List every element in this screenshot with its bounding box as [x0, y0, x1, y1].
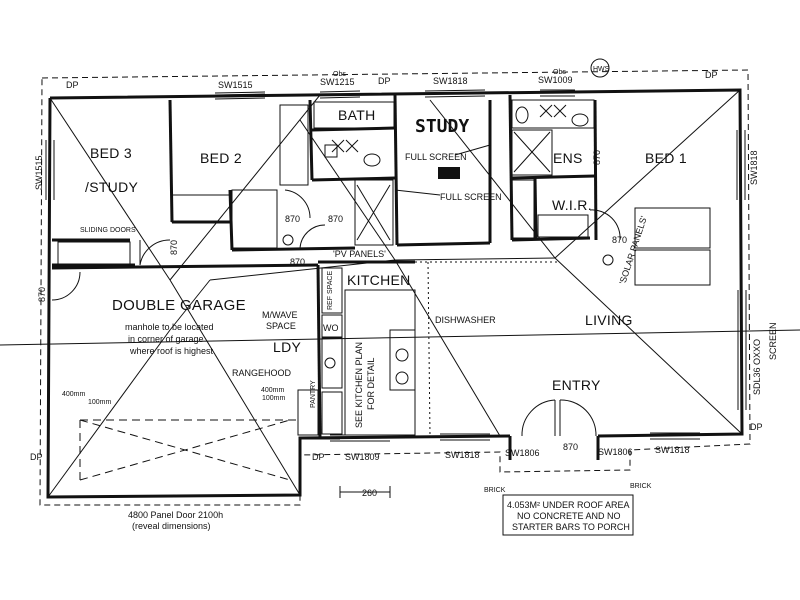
room-garage: DOUBLE GARAGE: [112, 297, 246, 314]
room-bed1: BED 1: [645, 150, 687, 166]
window-sw1009: SW1009: [538, 75, 573, 85]
note-dim-400: 400mm: [62, 391, 86, 398]
downpipe-bottom-right: DP: [750, 422, 763, 432]
window-sw1215: SW1215: [320, 77, 355, 87]
note-sliding-doors: SLIDING DOORS: [80, 227, 136, 234]
interior-walls: [51, 94, 600, 460]
room-kitchen: KITCHEN: [347, 272, 411, 288]
note-see-plan-2: FOR DETAIL: [366, 358, 376, 410]
note-dishwasher: DISHWASHER: [435, 315, 496, 325]
note-brick-left: BRICK: [484, 487, 506, 494]
redaction-mark: [438, 167, 460, 179]
room-bed2: BED 2: [200, 150, 242, 166]
room-ldy: LDY: [273, 339, 301, 355]
bed1-bed: [634, 207, 711, 286]
reference-line: [0, 329, 800, 346]
note-screen-right: SCREEN: [768, 322, 778, 360]
room-bed3-sub: /STUDY: [85, 179, 138, 195]
note-pv-panels: 'PV PANELS': [333, 249, 386, 259]
room-ens: ENS: [553, 150, 583, 166]
note-wo: WO: [323, 323, 339, 333]
note-pantry: PANTRY: [310, 380, 317, 408]
note-see-plan-1: SEE KITCHEN PLAN: [354, 342, 364, 428]
window-sw1818-bottom: SW1818: [445, 450, 480, 460]
note-brick-right: BRICK: [630, 483, 652, 490]
note-dim-100: 100mm: [88, 399, 112, 406]
dim-870-e: 870: [290, 257, 305, 267]
dim-870-c: 870: [169, 240, 179, 255]
dim-870-a: 870: [285, 214, 300, 224]
window-sw1809: SW1809: [345, 452, 380, 462]
window-sw1806-left: SW1806: [505, 448, 540, 458]
window-sw1515-top: SW1515: [218, 80, 253, 90]
dim-870-h: 870: [563, 442, 578, 452]
note-under-roof-3: STARTER BARS TO PORCH: [512, 522, 630, 532]
fixtures: [282, 58, 614, 385]
built-ins: [57, 99, 595, 436]
downpipe-bottom-left: DP: [30, 452, 43, 462]
window-sw1515-left: SW1515: [34, 155, 44, 190]
kitchen-boundary: [427, 261, 431, 437]
note-mwave-1: M/WAVE: [262, 310, 298, 320]
window-sdl: SDL36 OXXO: [752, 339, 762, 395]
full-screen-arrow-2: [394, 189, 441, 196]
note-rangehood: RANGEHOOD: [232, 368, 292, 378]
note-panel-door-2: (reveal dimensions): [132, 521, 211, 531]
window-marks: [45, 89, 747, 442]
roof-outline: [39, 69, 751, 506]
note-under-roof-2: NO CONCRETE AND NO: [517, 511, 621, 521]
note-fridge: REF SPACE: [327, 271, 334, 310]
roof-hip-lines: [47, 89, 743, 498]
window-sw1818-right: SW1818: [749, 150, 759, 185]
window-sw1806-right: SW1806: [598, 447, 633, 457]
downpipe-top-right: DP: [705, 70, 718, 80]
note-dim-260: 260: [362, 488, 377, 498]
window-obs-1: Obs: [333, 71, 346, 78]
note-panel-door-1: 4800 Panel Door 2100h: [128, 510, 223, 520]
door-swings: [51, 189, 621, 437]
downpipe-bottom-mid: DP: [312, 452, 325, 462]
window-sw1818-br: SW1818: [655, 445, 690, 455]
downpipe-top-mid: DP: [378, 76, 391, 86]
under-roof-note-box: [502, 494, 634, 536]
note-manhole-2: in corner of garage: [128, 334, 204, 344]
dim-870-f: 870: [592, 150, 602, 165]
note-dim-100-b: 100mm: [262, 395, 286, 402]
note-manhole-3: where roof is highest: [129, 346, 214, 356]
note-mwave-2: SPACE: [266, 321, 296, 331]
room-living: LIVING: [585, 312, 633, 328]
dim-870-b: 870: [328, 214, 343, 224]
note-manhole-1: manhole to be located: [125, 322, 214, 332]
downpipe-top-left: DP: [66, 80, 79, 90]
room-wir: W.I.R.: [552, 197, 592, 213]
dim-870-d: 870: [37, 287, 47, 302]
room-bed3: BED 3: [90, 145, 132, 161]
window-obs-2: Obs: [553, 69, 566, 76]
note-dim-400-b: 400mm: [261, 387, 285, 394]
note-full-screen-2: FULL SCREEN: [440, 192, 502, 202]
room-bath: BATH: [338, 107, 376, 123]
note-hws: HWS: [593, 66, 610, 73]
note-full-screen-1: FULL SCREEN: [405, 152, 467, 162]
room-study: STUDY: [415, 116, 469, 137]
window-sw1818-top: SW1818: [433, 76, 468, 86]
room-entry: ENTRY: [552, 377, 601, 393]
full-screen-arrow: [454, 144, 491, 156]
dim-870-g: 870: [612, 235, 627, 245]
note-under-roof-1: 4.053M² UNDER ROOF AREA: [507, 500, 630, 510]
